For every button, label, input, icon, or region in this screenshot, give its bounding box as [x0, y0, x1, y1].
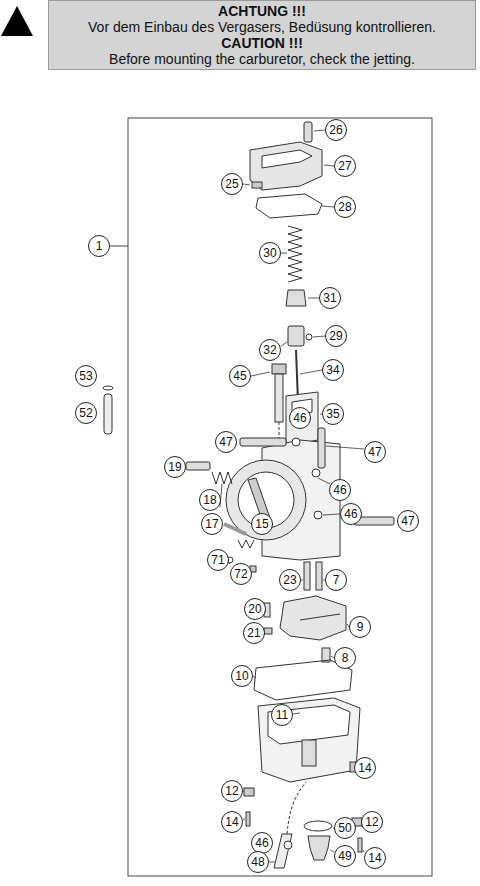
- callout-number: 26: [325, 119, 347, 141]
- callout-number: 9: [349, 616, 371, 638]
- callout-number: 8: [334, 647, 356, 669]
- callout-number: 11: [271, 704, 293, 726]
- callout-number: 12: [221, 780, 243, 802]
- frame: [128, 118, 432, 876]
- callout-number: 48: [247, 851, 269, 873]
- parts: [103, 122, 394, 868]
- callout-number: 34: [322, 359, 344, 381]
- callout-number: 17: [201, 513, 223, 535]
- warning-text: Vor dem Einbau des Vergasers, Bedüsung k…: [53, 19, 471, 35]
- callout-number: 46: [289, 407, 311, 429]
- callout-number: 32: [259, 339, 281, 361]
- callout-number: 1: [88, 235, 110, 257]
- callout-number: 7: [325, 569, 347, 591]
- callout-number: 71: [207, 549, 229, 571]
- callout-number: 10: [231, 665, 253, 687]
- callout-number: 14: [354, 757, 376, 779]
- warning-heading: CAUTION !!!: [53, 35, 471, 51]
- callout-number: 30: [259, 242, 281, 264]
- warning-heading: ACHTUNG !!!: [53, 3, 471, 19]
- callout-number: 72: [230, 563, 252, 585]
- warning-box: ACHTUNG !!!Vor dem Einbau des Vergasers,…: [48, 0, 476, 70]
- callout-number: 52: [75, 402, 97, 424]
- leader-lines: [220, 130, 364, 862]
- callout-number: 53: [75, 365, 97, 387]
- callout-number: 18: [199, 489, 221, 511]
- callout-number: 28: [334, 196, 356, 218]
- callout-number: 49: [334, 845, 356, 867]
- callout-number: 47: [215, 431, 237, 453]
- callout-number: 35: [322, 403, 344, 425]
- callout-number: 27: [334, 155, 356, 177]
- callout-number: 47: [364, 441, 386, 463]
- callout-number: 45: [229, 365, 251, 387]
- callout-number: 23: [279, 569, 301, 591]
- callout-number: 14: [364, 847, 386, 869]
- warning-text: Before mounting the carburetor, check th…: [53, 51, 471, 67]
- callout-number: 12: [361, 811, 383, 833]
- callout-number: 29: [325, 325, 347, 347]
- callout-number: 46: [340, 503, 362, 525]
- callout-number: 50: [334, 817, 356, 839]
- callout-number: 21: [243, 622, 265, 644]
- callout-number: 14: [221, 811, 243, 833]
- warning-triangle: [1, 6, 33, 36]
- callout-number: 47: [397, 510, 419, 532]
- callout-number: 25: [221, 173, 243, 195]
- callout-number: 46: [329, 479, 351, 501]
- callout-number: 31: [319, 287, 341, 309]
- leader-line: [110, 246, 128, 247]
- callout-number: 15: [251, 513, 273, 535]
- callout-number: 20: [244, 598, 266, 620]
- callout-number: 19: [164, 456, 186, 478]
